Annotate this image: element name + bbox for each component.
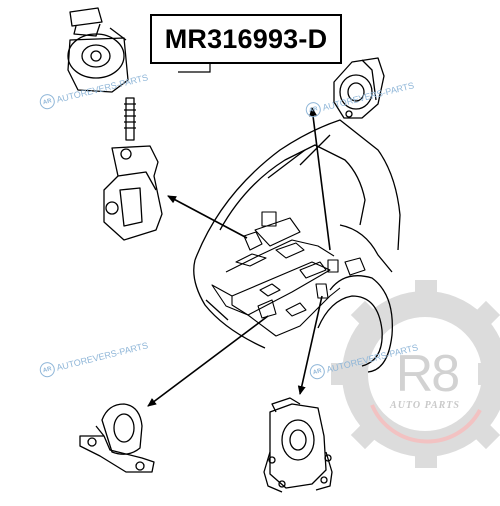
arrow-to-lower-right-mount (297, 295, 323, 395)
label-leader (178, 64, 211, 73)
arrow-to-upper-left-mount (167, 195, 248, 239)
brand-tagline: AUTO PARTS (390, 400, 460, 411)
r8-gear-logo (331, 280, 500, 468)
part-number-label: MR316993-D (150, 14, 342, 64)
brand-logo-text: R8 (395, 345, 460, 403)
car-front-outline (193, 119, 401, 373)
lower-right-mount (263, 397, 333, 493)
upper-left-mount (67, 7, 163, 241)
arrow-to-lower-left-mount (147, 315, 269, 407)
arrow-to-upper-right-mount (309, 107, 331, 251)
upper-right-mount (333, 57, 385, 119)
subframe (211, 211, 366, 337)
leader-arrows (147, 107, 331, 407)
lower-left-mount (79, 403, 155, 473)
